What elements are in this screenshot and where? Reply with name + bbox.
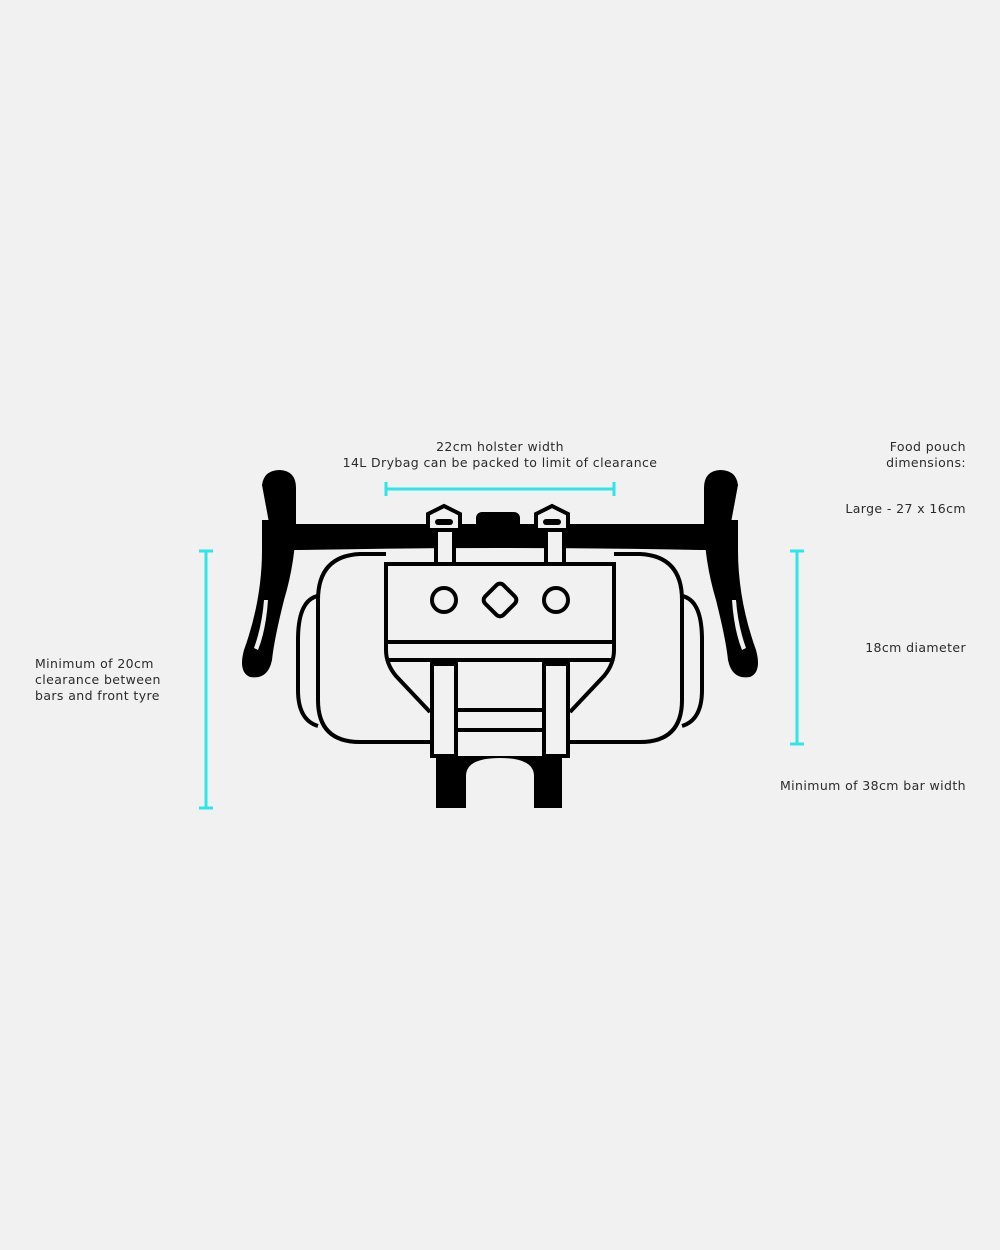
diameter-label: 18cm diameter <box>865 640 966 655</box>
top-strap-buckles <box>426 503 570 566</box>
food-pouch-title: Food pouch dimensions: <box>766 439 966 471</box>
clearance-line3: bars and front tyre <box>35 688 160 703</box>
clearance-label: Minimum of 20cm clearance between bars a… <box>35 656 195 704</box>
holster-width-measure-line <box>384 482 616 496</box>
holster-width-text: 22cm holster width <box>436 439 564 454</box>
bar-width-label: Minimum of 38cm bar width <box>779 778 966 793</box>
food-pouch-large-size: Large - 27 x 16cm <box>845 501 966 516</box>
food-pouch-title-line1: Food pouch <box>889 439 966 454</box>
stem-cap-icon <box>476 512 520 534</box>
drybag-note-text: 14L Drybag can be packed to limit of cle… <box>342 455 658 470</box>
food-pouch-title-line2: dimensions: <box>886 455 966 470</box>
drybag-icon <box>316 552 684 744</box>
holster-straps <box>430 662 570 758</box>
clearance-line1: Minimum of 20cm <box>35 656 154 671</box>
handlebar-icon <box>242 470 758 678</box>
holster-icon <box>384 562 616 714</box>
clearance-line2: clearance between <box>35 672 161 687</box>
holster-front-details <box>430 581 570 619</box>
clearance-measure-line <box>199 549 213 810</box>
holster-width-label: 22cm holster width 14L Drybag can be pac… <box>300 439 700 471</box>
diameter-measure-line <box>790 549 804 746</box>
drybag-end-caps <box>296 594 704 728</box>
stem-icon <box>436 756 562 808</box>
